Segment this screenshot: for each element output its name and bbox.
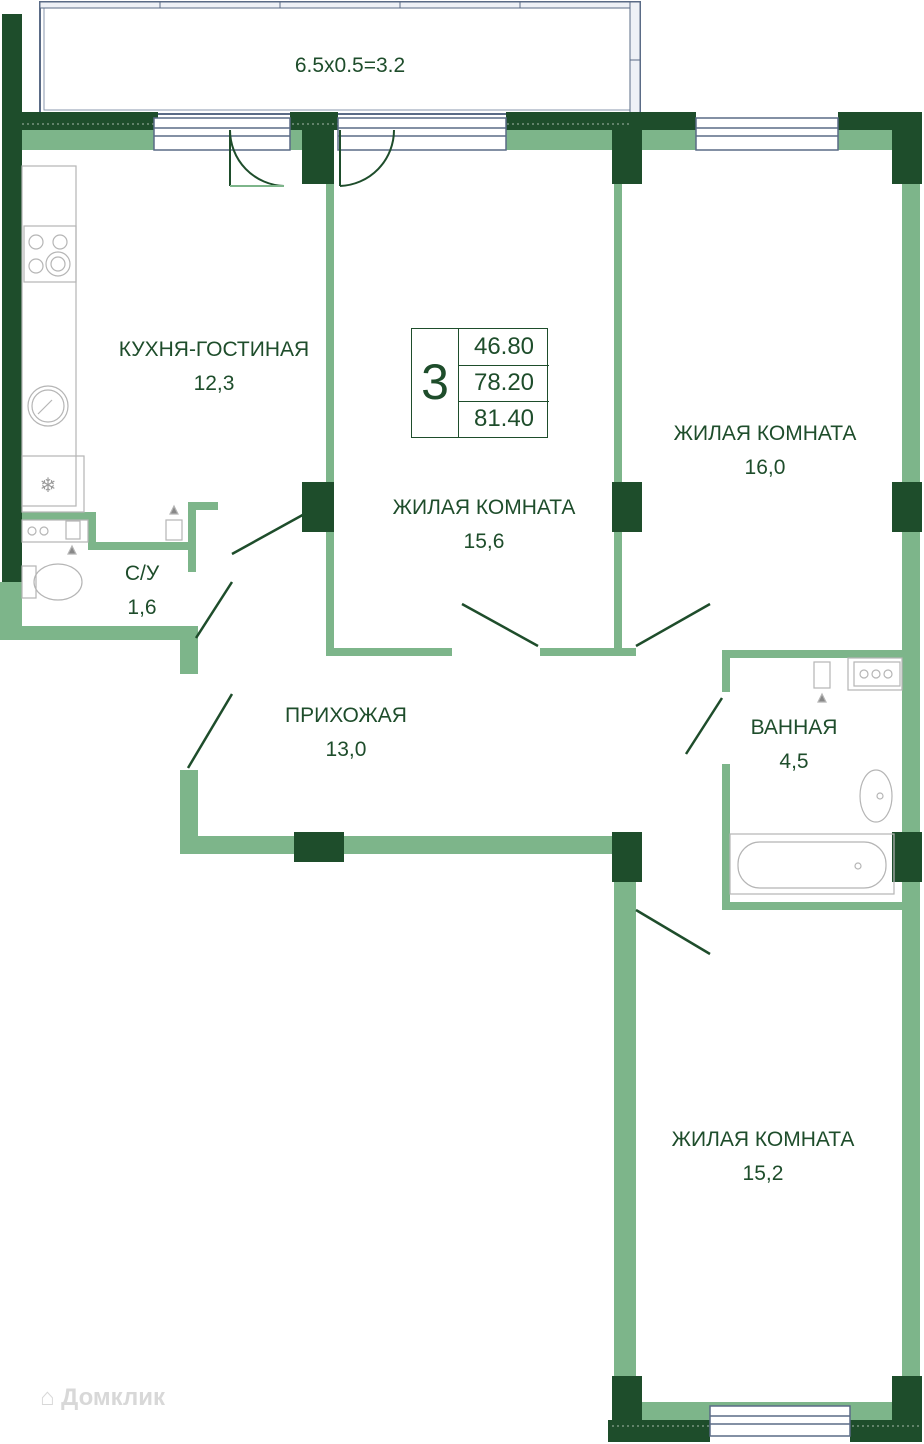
- room-bathroom: ВАННАЯ 4,5: [751, 714, 838, 776]
- room-area: 16,0: [744, 456, 786, 479]
- total-area: 78.20: [459, 365, 549, 402]
- room-name: ЖИЛАЯ КОМНАТА: [673, 422, 857, 445]
- room-name: ЖИЛАЯ КОМНАТА: [671, 1128, 855, 1151]
- room-hallway: ПРИХОЖАЯ 13,0: [285, 702, 407, 764]
- windows: [153, 117, 851, 1437]
- room-name: С/У: [124, 562, 160, 585]
- bathroom-fixtures: [729, 657, 903, 895]
- balcony-doors: [229, 129, 395, 187]
- watermark-home-icon: ⌂: [40, 1384, 55, 1411]
- room-area: 15,6: [463, 530, 505, 553]
- balcony-label: 6.5x0.5=3.2: [294, 54, 406, 77]
- kitchen-fixtures: ❄: [21, 165, 85, 513]
- room-area: 1,6: [127, 596, 157, 619]
- interior-walls: [0, 130, 920, 1420]
- room-area: 13,0: [325, 738, 367, 761]
- room-name: ЖИЛАЯ КОМНАТА: [392, 496, 576, 519]
- wc-fixtures: [21, 504, 183, 601]
- watermark-text: Домклик: [61, 1384, 165, 1411]
- svg-text:❄: ❄: [40, 473, 57, 497]
- room-bedroom-right: ЖИЛАЯ КОМНАТА 16,0: [674, 420, 857, 482]
- watermark: ⌂ Домклик: [40, 1384, 165, 1412]
- area-with-balcony: 81.40: [473, 405, 535, 432]
- room-kitchen: КУХНЯ-ГОСТИНАЯ 12,3: [119, 336, 309, 398]
- interior-doors: [186, 510, 724, 956]
- summary-table: 3 46.80 78.20 81.40: [411, 328, 549, 438]
- balcony: [39, 1, 641, 115]
- rooms-count: 3: [412, 329, 459, 437]
- living-area: 46.80: [459, 329, 549, 366]
- room-area: 12,3: [193, 372, 235, 395]
- room-area: 15,2: [742, 1162, 784, 1185]
- exterior-walls: [2, 14, 922, 582]
- room-bedroom-center: ЖИЛАЯ КОМНАТА 15,6: [393, 494, 576, 556]
- wall-hatch: [22, 123, 920, 1427]
- columns: [294, 130, 922, 1442]
- room-wc: С/У 1,6: [125, 560, 159, 622]
- room-name: ВАННАЯ: [750, 716, 838, 739]
- room-name: ПРИХОЖАЯ: [285, 704, 407, 727]
- room-name: КУХНЯ-ГОСТИНАЯ: [118, 338, 310, 361]
- room-bedroom-bottom: ЖИЛАЯ КОМНАТА 15,2: [672, 1126, 855, 1188]
- room-area: 4,5: [779, 750, 809, 773]
